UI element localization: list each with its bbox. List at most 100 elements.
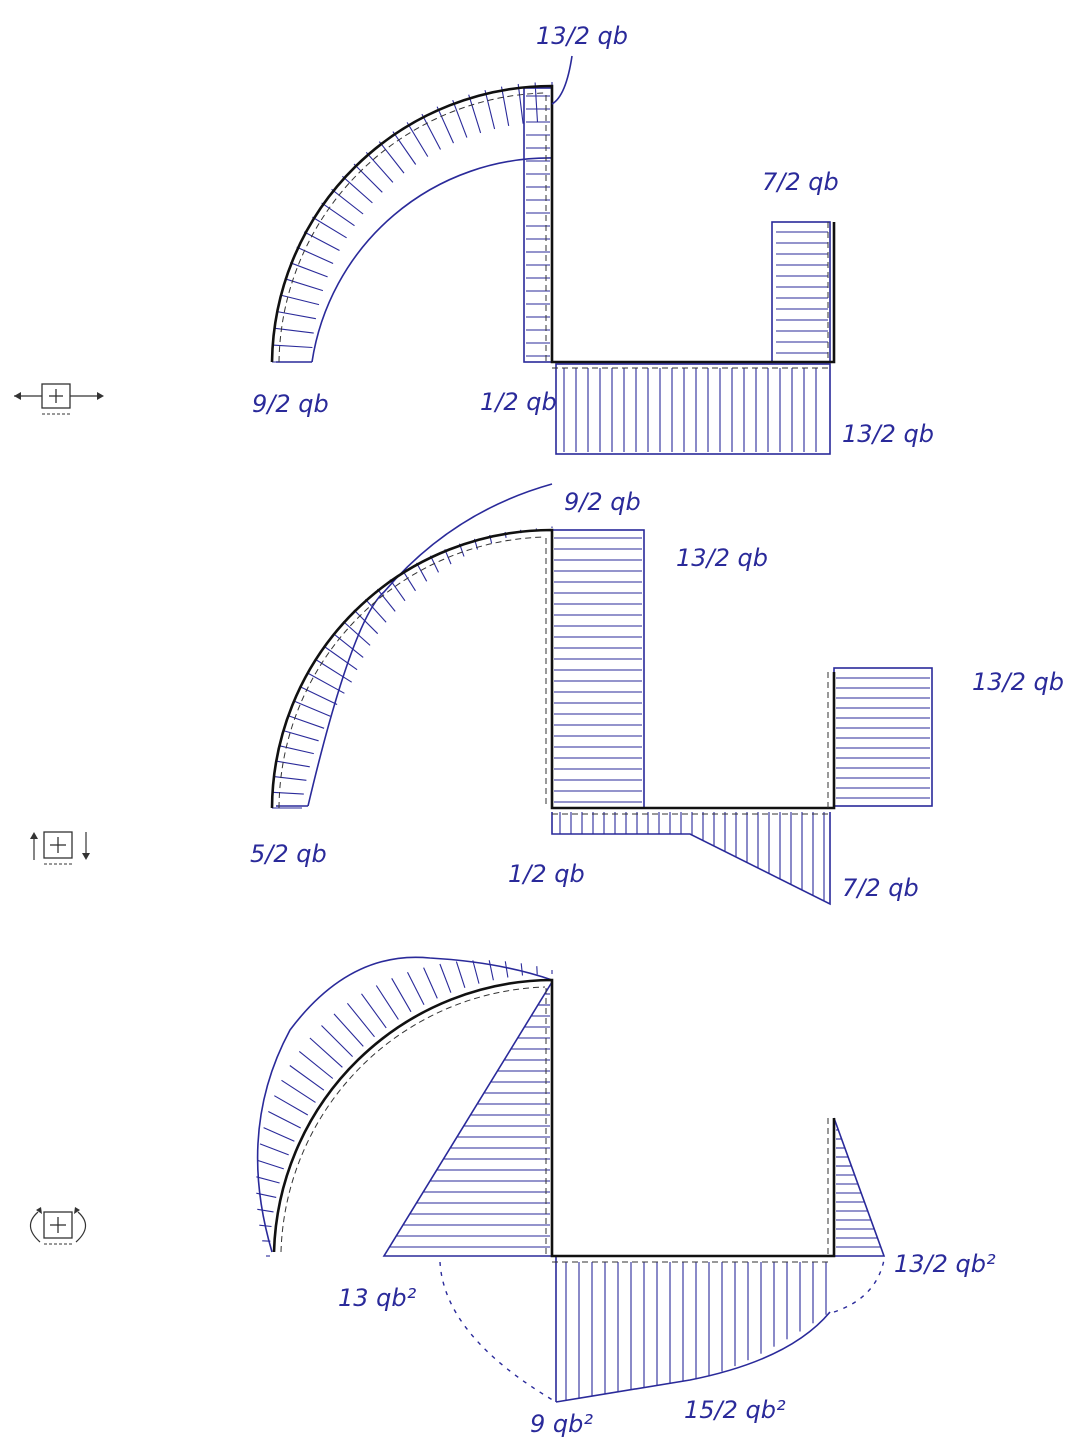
hatch-line	[263, 1127, 295, 1142]
hatch-line	[256, 1176, 280, 1184]
hatch-line	[281, 1079, 316, 1103]
hatch-line	[504, 961, 509, 978]
hatch-line	[361, 993, 387, 1029]
hatch-line	[391, 978, 412, 1013]
axial-label-arc-base: 9/2 qb	[252, 390, 329, 418]
axial-label-beam-right: 13/2 qb	[842, 420, 934, 448]
hatch-line	[455, 961, 466, 988]
hatch-line	[364, 598, 387, 623]
hatch-line	[273, 327, 314, 334]
hatch-line	[298, 1050, 334, 1079]
moment-hatching	[256, 960, 881, 1401]
hatch-line	[520, 963, 524, 976]
hatch-line	[273, 776, 307, 781]
hatch-line	[416, 562, 428, 582]
hatch-line	[472, 960, 480, 984]
moment-dotted-right	[833, 1259, 885, 1313]
hatch-line	[402, 570, 416, 592]
hatch-line	[342, 620, 371, 646]
hatch-line	[293, 700, 331, 717]
moment-upright-triangle	[833, 1117, 886, 1257]
shear-label-beam-right: 7/2 qb	[842, 874, 919, 902]
hatch-line	[346, 1002, 375, 1038]
hatch-line	[284, 278, 324, 292]
hatch-line	[342, 175, 373, 204]
hatch-line	[421, 113, 441, 150]
hatch-line	[287, 714, 325, 729]
hatch-line	[484, 89, 496, 130]
moment-frame	[272, 978, 836, 1258]
hatch-line	[500, 86, 510, 126]
hatch-line	[268, 1111, 301, 1129]
hatch-line	[331, 188, 364, 215]
hatch-line	[365, 152, 394, 183]
hatch-line	[276, 310, 316, 320]
bending-moment-sign-icon	[29, 1207, 87, 1245]
moment-label-right: 13/2 qb²	[894, 1250, 996, 1278]
axial-beam-band	[555, 363, 831, 455]
hatch-line	[332, 632, 364, 658]
hatch-line	[423, 967, 438, 999]
moment-dotted-left	[439, 1261, 557, 1403]
axial-arc-inner	[311, 157, 553, 363]
axial-label-upright: 7/2 qb	[762, 168, 839, 196]
hatch-line	[290, 262, 328, 278]
shear-frame	[270, 528, 836, 810]
hatch-line	[407, 972, 425, 1005]
hatch-line	[312, 216, 347, 239]
shear-label-arc-base: 5/2 qb	[250, 840, 327, 868]
bending-moment-diagram	[256, 956, 886, 1403]
hatch-line	[309, 1037, 343, 1068]
hatch-line	[257, 1208, 274, 1213]
moment-beam-curve	[555, 1311, 831, 1403]
hatch-line	[296, 246, 334, 265]
hatch-line	[314, 658, 352, 683]
hatch-line	[257, 1159, 284, 1170]
shear-upright-band	[833, 667, 933, 807]
axial-label-mid-joint: 1/2 qb	[480, 388, 557, 416]
hatch-line	[272, 791, 304, 795]
hatch-line	[376, 588, 396, 612]
hatch-line	[321, 1025, 353, 1057]
moment-label-bottom-mid: 15/2 qb²	[684, 1396, 786, 1424]
hatch-line	[299, 686, 338, 705]
hatch-line	[353, 609, 379, 635]
hatch-line	[278, 745, 314, 755]
moment-column-triangle	[382, 981, 553, 1257]
axial-hatching	[272, 82, 828, 452]
hatch-line	[323, 645, 358, 671]
hatch-line	[274, 1095, 309, 1116]
hatch-line	[406, 122, 429, 157]
moment-arc-curve	[256, 956, 553, 1253]
shear-force-diagram	[270, 483, 933, 906]
shear-column-band	[551, 529, 645, 809]
shear-label-right: 13/2 qb	[972, 668, 1064, 696]
axial-column-band	[523, 87, 553, 363]
hatch-line	[289, 1065, 325, 1091]
hatch-line	[275, 760, 310, 768]
hatch-line	[534, 82, 539, 123]
hatch-line	[303, 231, 340, 251]
shear-beam-band	[551, 812, 831, 906]
hatch-line	[488, 960, 494, 981]
moment-label-bottom-left: 9 qb²	[530, 1410, 593, 1438]
shear-force-sign-icon	[30, 831, 90, 865]
hatch-line	[282, 729, 319, 742]
shear-label-beam-left: 1/2 qb	[508, 860, 585, 888]
moment-label-left: 13 qb²	[338, 1284, 417, 1312]
hatch-line	[333, 1013, 364, 1047]
hatch-line	[517, 83, 524, 124]
hatch-line	[392, 131, 417, 165]
shear-label-column: 13/2 qb	[676, 544, 768, 572]
hatch-line	[321, 202, 355, 227]
axial-label-top: 13/2 qb	[536, 22, 628, 50]
hatch-line	[468, 94, 482, 134]
hatch-line	[439, 963, 452, 993]
axial-force-diagram	[270, 55, 836, 455]
shear-hatching	[272, 526, 930, 901]
shear-label-top: 9/2 qb	[564, 488, 641, 516]
hatch-line	[452, 100, 468, 138]
hatch-line	[272, 344, 313, 349]
normal-force-sign-icon	[14, 383, 104, 415]
